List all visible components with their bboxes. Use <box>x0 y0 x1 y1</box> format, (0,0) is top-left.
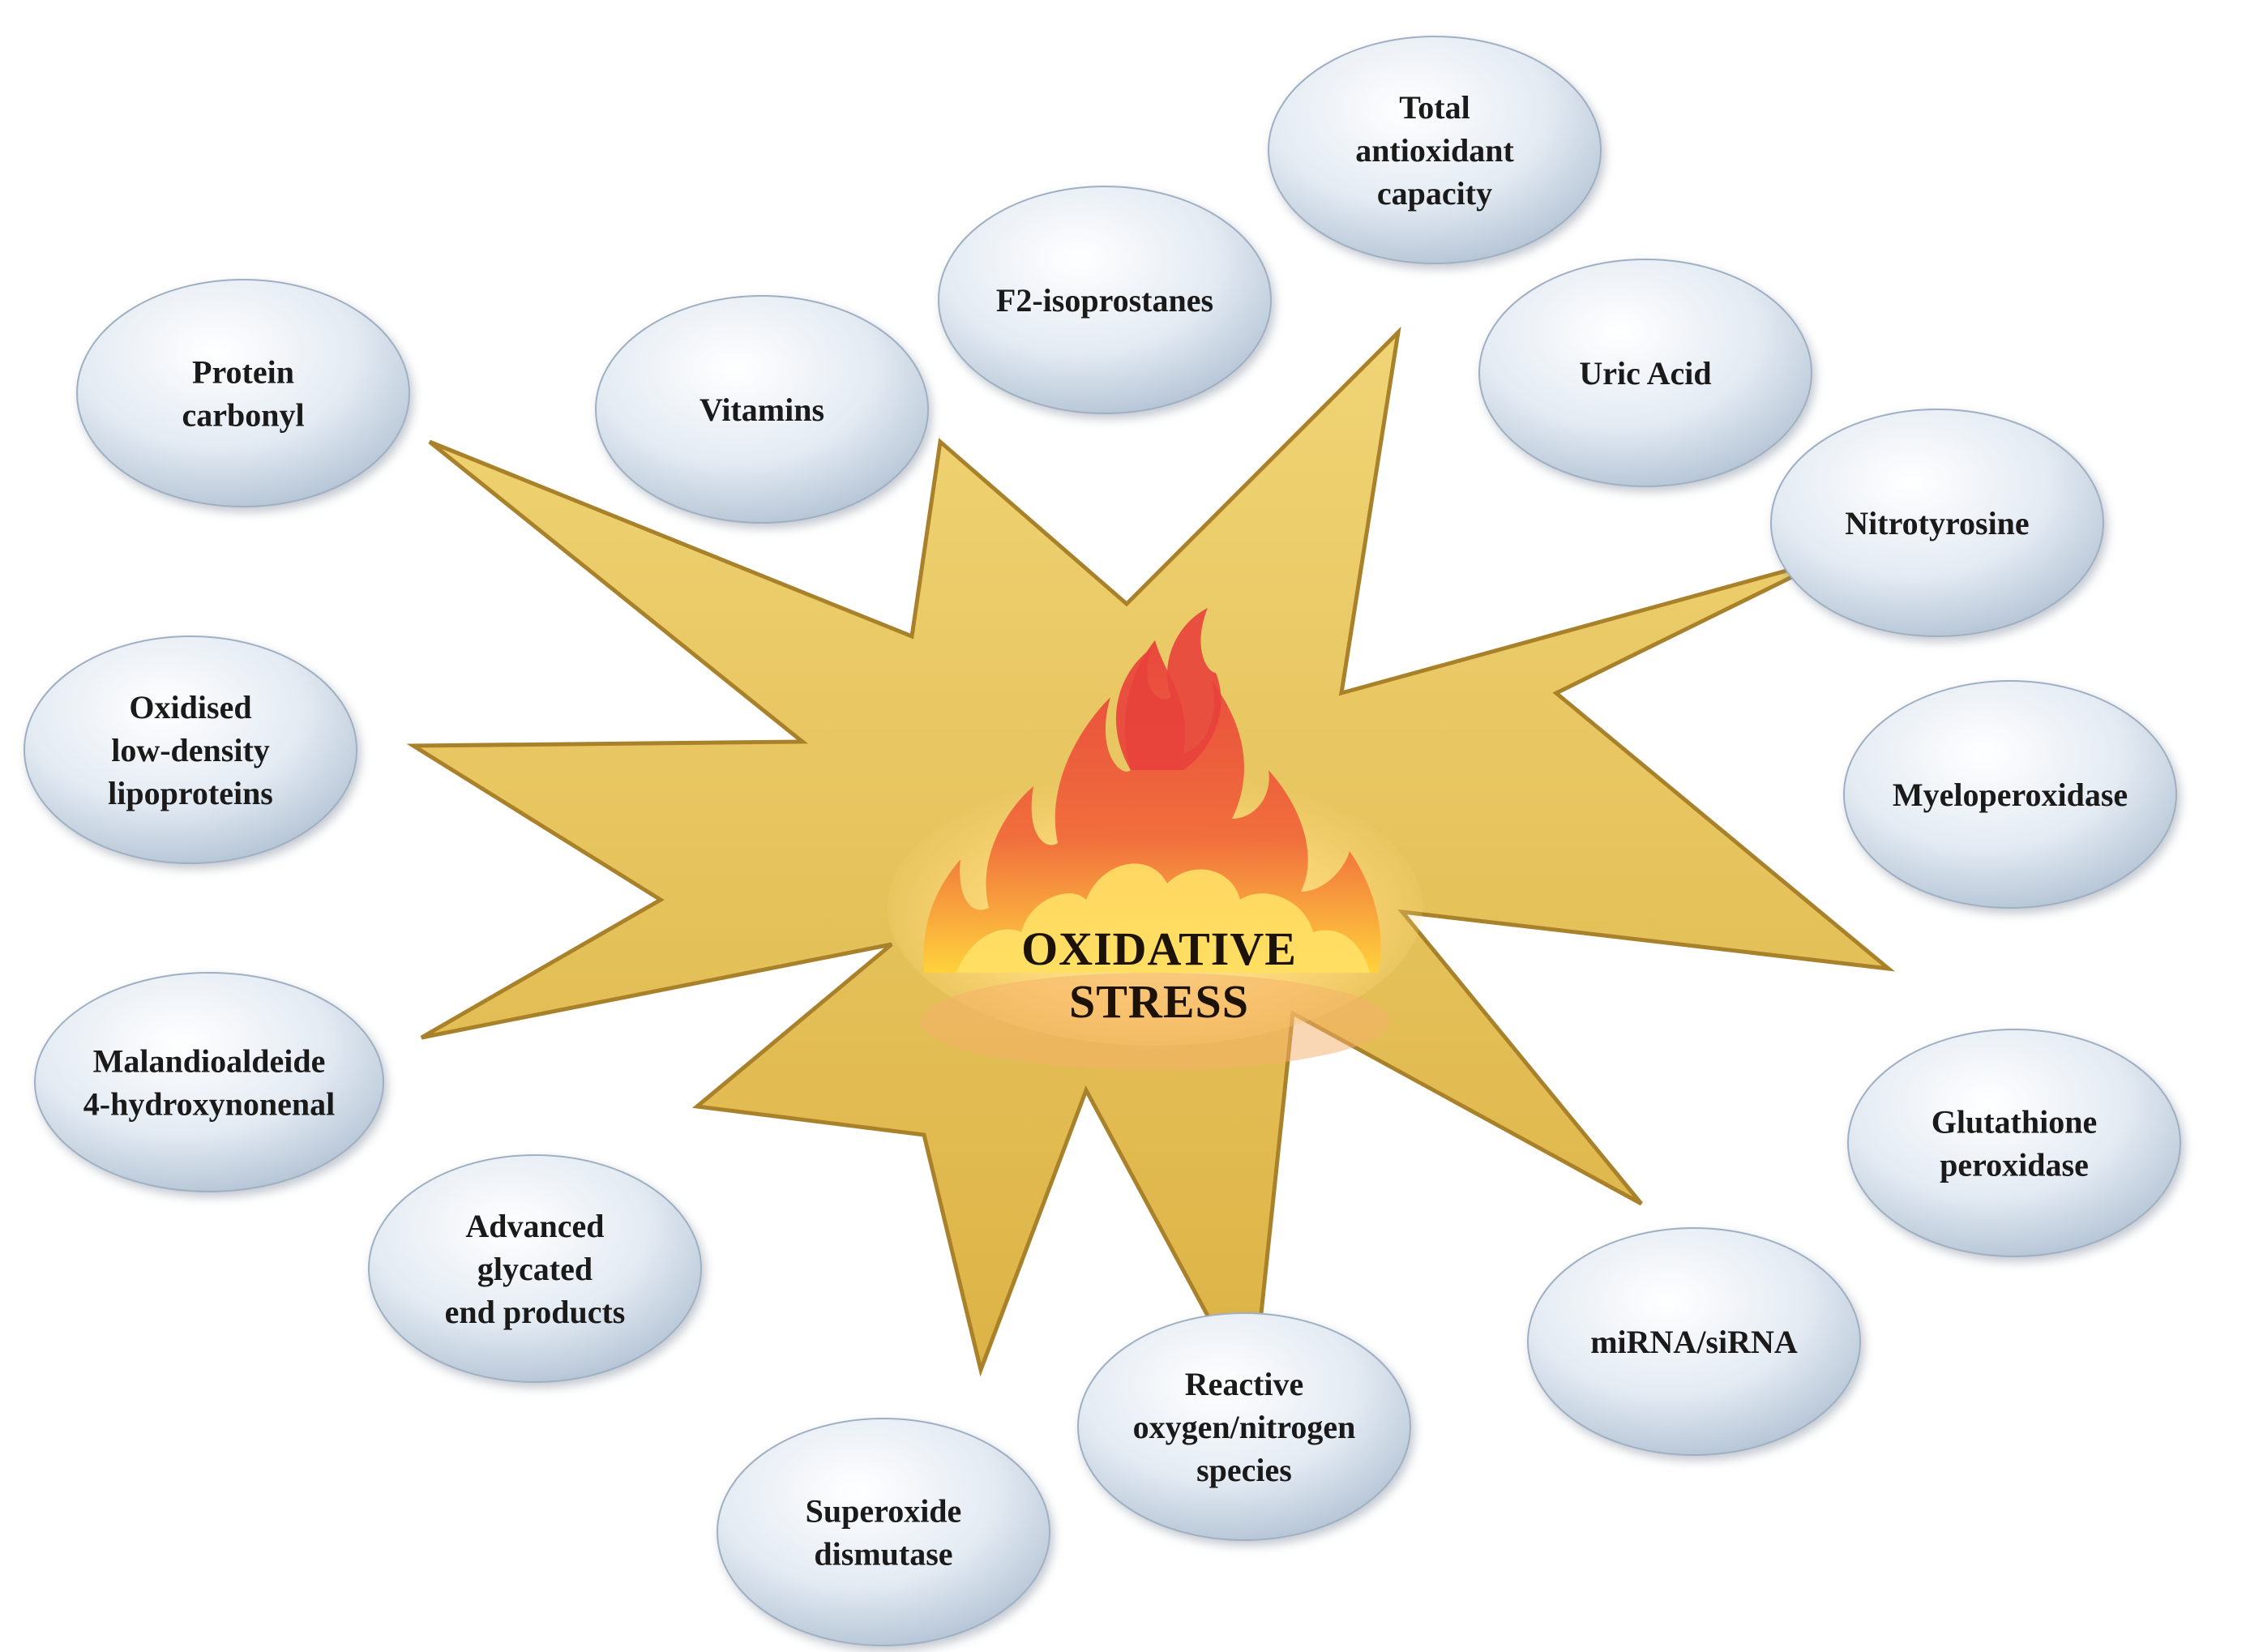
marker-bubble-nitrotyrosine: Nitrotyrosine <box>1770 409 2104 637</box>
center-title-line-2: STRESS <box>1069 975 1249 1028</box>
bubble-ellipse <box>717 1418 1050 1646</box>
marker-bubble-protein-carbonyl: Protein carbonyl <box>76 279 410 507</box>
marker-bubble-myeloperoxidase: Myeloperoxidase <box>1843 680 2177 909</box>
bubble-ellipse <box>1268 36 1602 264</box>
marker-bubble-mirna-sirna: miRNA/siRNA <box>1527 1227 1861 1456</box>
bubble-label: capacity <box>1377 175 1492 212</box>
bubble-ellipse <box>76 279 410 507</box>
bubble-label: Vitamins <box>699 392 824 428</box>
marker-bubble-f2-isoprostanes: F2-isoprostanes <box>938 186 1272 414</box>
bubble-label: Protein <box>192 354 294 391</box>
bubble-label: Superoxide <box>806 1493 962 1530</box>
bubble-label: Uric Acid <box>1579 355 1711 392</box>
bubble-label: 4-hydroxynonenal <box>83 1086 335 1123</box>
bubble-label: carbonyl <box>182 397 304 434</box>
bubble-label: Glutathione <box>1932 1104 2097 1141</box>
bubble-ellipse <box>24 636 357 864</box>
bubble-ellipse <box>368 1154 702 1383</box>
flame-icon <box>888 608 1422 1070</box>
bubble-label: Reactive <box>1185 1366 1304 1402</box>
bubble-ellipse <box>1478 259 1812 487</box>
bubble-label: Oxidised <box>129 689 251 725</box>
bubble-label: Myeloperoxidase <box>1893 777 2128 813</box>
marker-bubble-oxidised-ldl: Oxidised low-density lipoproteins <box>24 636 357 864</box>
marker-bubble-glutathione-peroxidase: Glutathione peroxidase <box>1847 1029 2181 1257</box>
center-title-line-1: OXIDATIVE <box>1021 922 1297 975</box>
bubble-label: Malandioaldeide <box>93 1043 326 1080</box>
marker-bubble-superoxide-dismutase: Superoxide dismutase <box>717 1418 1050 1646</box>
bubble-label: Advanced <box>465 1208 604 1244</box>
bubble-ellipse <box>1527 1227 1861 1456</box>
bubble-label: antioxidant <box>1355 132 1514 169</box>
bubble-label: F2-isoprostanes <box>996 282 1213 319</box>
bubble-label: Total <box>1399 89 1470 126</box>
marker-bubble-mda-4hne: Malandioaldeide 4-hydroxynonenal <box>34 972 384 1192</box>
bubble-label: Nitrotyrosine <box>1845 505 2029 541</box>
bubble-label: oxygen/nitrogen <box>1133 1409 1356 1445</box>
bubble-label: lipoproteins <box>108 775 273 811</box>
marker-bubble-uric-acid: Uric Acid <box>1478 259 1812 487</box>
marker-bubble-ros-rns: Reactive oxygen/nitrogen species <box>1077 1312 1411 1541</box>
marker-bubble-vitamins: Vitamins <box>595 295 929 524</box>
bubble-ellipse <box>1843 680 2177 909</box>
marker-bubble-ages: Advanced glycated end products <box>368 1154 702 1383</box>
bubble-label: low-density <box>111 732 270 768</box>
marker-bubbles: Total antioxidant capacityF2-isoprostanesU… <box>24 36 2181 1646</box>
bubble-ellipse <box>1770 409 2104 637</box>
bubble-ellipse <box>34 972 384 1192</box>
bubble-label: peroxidase <box>1940 1147 2089 1183</box>
bubble-label: glycated <box>477 1251 593 1287</box>
bubble-label: end products <box>445 1294 626 1330</box>
bubble-label: miRNA/siRNA <box>1590 1324 1798 1360</box>
bubble-ellipse <box>1077 1312 1411 1541</box>
bubble-ellipse <box>595 295 929 524</box>
bubble-ellipse <box>938 186 1272 414</box>
bubble-label: dismutase <box>814 1536 952 1573</box>
bubble-label: species <box>1196 1452 1292 1488</box>
bubble-ellipse <box>1847 1029 2181 1257</box>
marker-bubble-total-antioxidant-capacity: Total antioxidant capacity <box>1268 36 1602 264</box>
